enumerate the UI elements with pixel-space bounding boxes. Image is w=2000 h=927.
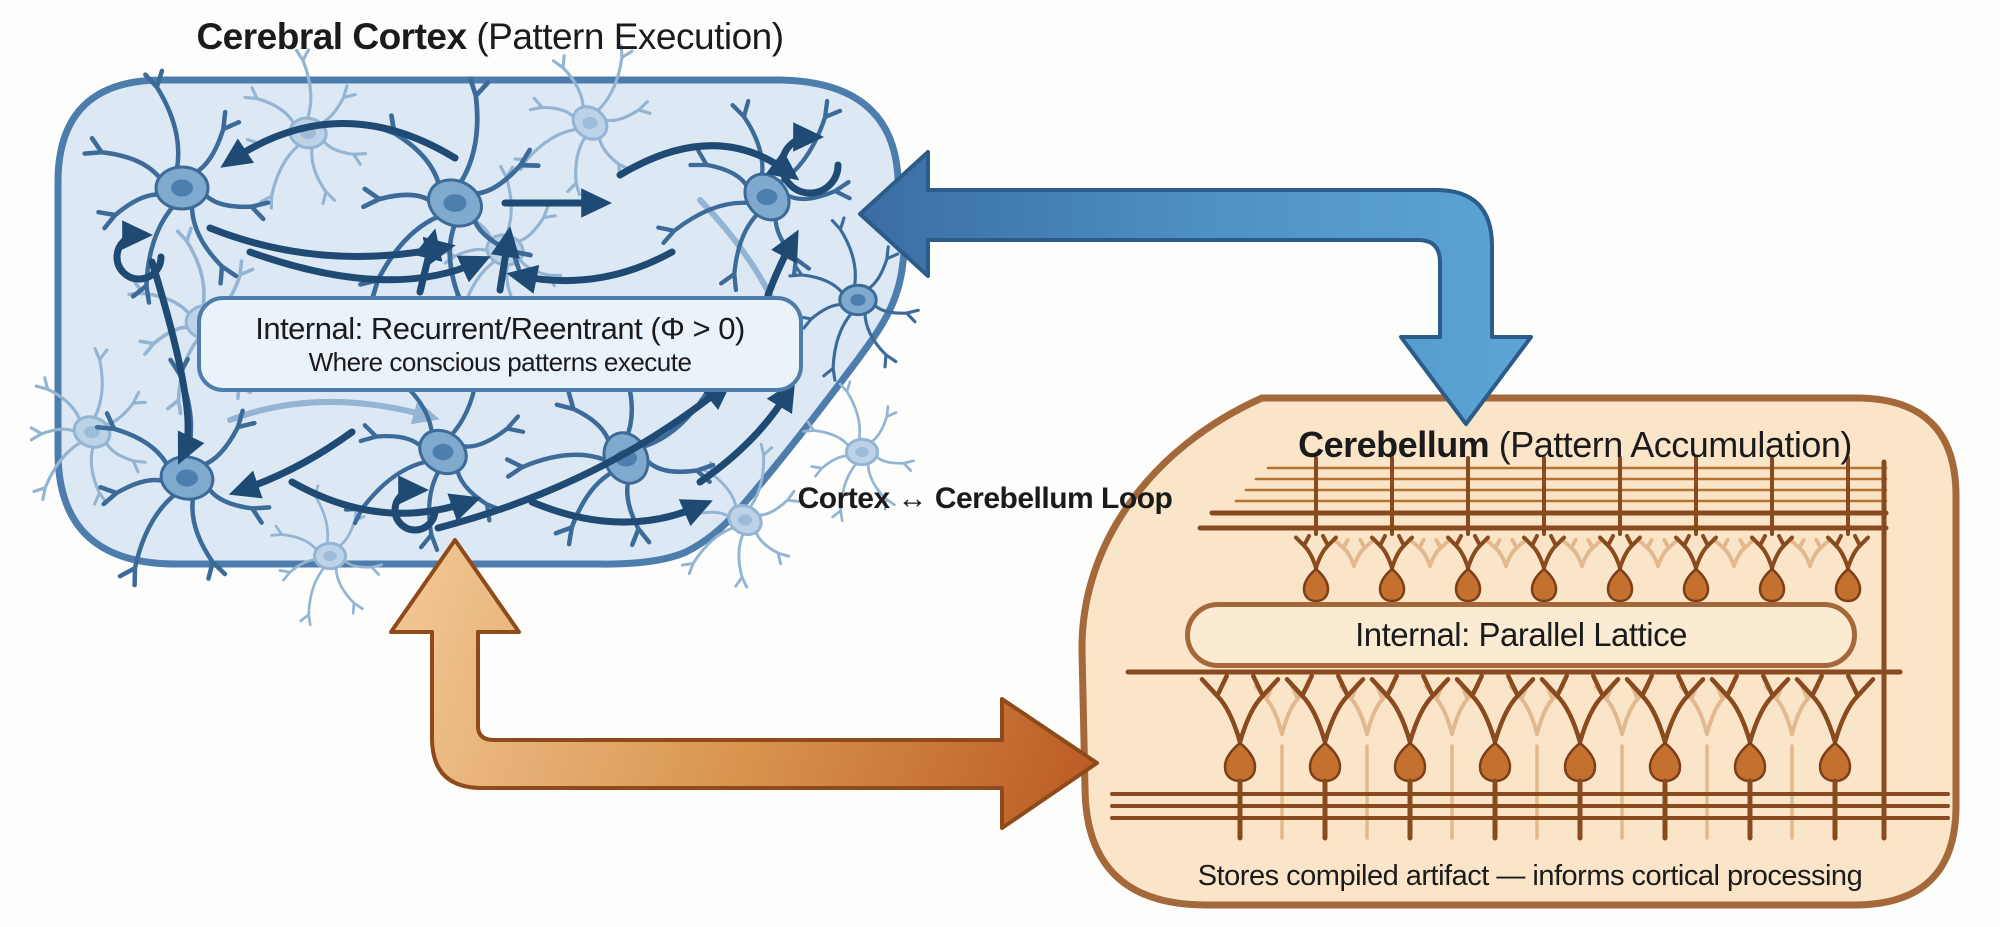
cerebellum-internal-label-box: Internal: Parallel Lattice <box>1185 602 1857 668</box>
cerebellum-title-rest: (Pattern Accumulation) <box>1489 424 1853 465</box>
dendrite-branches <box>1709 673 1791 745</box>
dendrite-branches <box>1294 534 1338 570</box>
recurrent-arrow <box>246 248 491 284</box>
cortex-to-cerebellum-arrow <box>389 538 1099 830</box>
cortex-internal-label-box: Internal: Recurrent/Reentrant (Φ > 0) Wh… <box>197 296 803 392</box>
dendrite-branches <box>1750 534 1794 570</box>
cerebellum-internal-label: Internal: Parallel Lattice <box>1355 616 1687 653</box>
dendrite-branches <box>1674 534 1718 570</box>
dendrite-branches <box>1826 534 1870 570</box>
dendrite-branches <box>1284 673 1366 745</box>
recurrent-arrow-ghost <box>227 398 440 425</box>
cortex-internal-line2: Where conscious patterns execute <box>308 347 692 377</box>
dendrite-branches <box>1790 538 1830 568</box>
recurrent-arrow <box>490 226 520 294</box>
recurrent-arrow <box>206 224 456 266</box>
neuron-soma <box>1758 567 1786 603</box>
cortex-title: Cerebral Cortex (Pattern Execution) <box>80 16 900 59</box>
neuron-soma <box>1606 567 1634 603</box>
recurrent-arrow <box>616 142 800 181</box>
cerebellum-title-bold: Cerebellum <box>1298 424 1490 465</box>
neuron-soma <box>1530 567 1558 603</box>
neuron-soma <box>1682 567 1710 603</box>
dendrite-branches <box>1794 673 1876 745</box>
dendrite-branches <box>1522 534 1566 570</box>
cerebellum-to-cortex-arrow <box>858 150 1533 426</box>
recurrent-arrow <box>764 229 799 299</box>
recurrent-arrow <box>288 478 482 522</box>
dendrite-branches <box>1446 534 1490 570</box>
dendrite-branches <box>1486 538 1526 568</box>
recurrent-arrow <box>506 248 676 294</box>
recurrent-arrow <box>148 258 205 465</box>
cortex-neuron-ghost <box>29 347 147 506</box>
self-loop-arrow <box>778 122 842 197</box>
cortex-neuron <box>94 356 272 588</box>
neuron-soma <box>1834 567 1862 603</box>
dendrite-branches <box>1624 673 1706 745</box>
dendrite-branches <box>1562 538 1602 568</box>
cerebellum-lattice <box>1110 456 1950 841</box>
neuron-soma <box>1454 567 1482 603</box>
dendrite-branches <box>1454 673 1536 745</box>
dendrite-branches <box>1539 673 1621 745</box>
cortex-internal-line1: Internal: Recurrent/Reentrant (Φ > 0) <box>255 310 745 346</box>
dendrite-branches <box>1370 534 1414 570</box>
recurrent-arrow <box>434 379 733 532</box>
cortex-title-rest: (Pattern Execution) <box>466 16 784 57</box>
cortex-neuron <box>82 68 271 305</box>
dendrite-branches <box>1410 538 1450 568</box>
cortex-neuron-ghost <box>802 380 915 523</box>
dendrite-branches <box>1334 538 1374 568</box>
cerebellum-title: Cerebellum (Pattern Accumulation) <box>1205 424 1945 465</box>
recurrent-arrow <box>413 228 443 296</box>
self-loop-arrow <box>391 475 439 534</box>
dendrite-branches <box>1714 538 1754 568</box>
neuron-soma <box>1378 567 1406 603</box>
dendrite-branches <box>1638 538 1678 568</box>
cortex-neuron <box>788 216 920 382</box>
self-loop-arrow <box>113 220 165 283</box>
cortex-neuron-ghost <box>270 484 383 627</box>
cortex-title-bold: Cerebral Cortex <box>196 16 467 57</box>
recurrent-arrow <box>528 498 713 527</box>
dendrite-branches <box>1598 534 1642 570</box>
recurrent-arrow <box>696 379 796 486</box>
dendrite-branches <box>1199 673 1281 745</box>
neuron-soma <box>1302 567 1330 603</box>
dendrite-branches <box>1369 673 1451 745</box>
loop-label: Cortex ↔ Cerebellum Loop <box>797 482 1173 515</box>
recurrent-arrow <box>220 120 459 168</box>
recurrent-arrow <box>228 428 356 499</box>
cortex-neuron-ghost <box>513 44 652 197</box>
cerebellum-caption: Stores compiled artifact — informs corti… <box>1197 860 1863 892</box>
